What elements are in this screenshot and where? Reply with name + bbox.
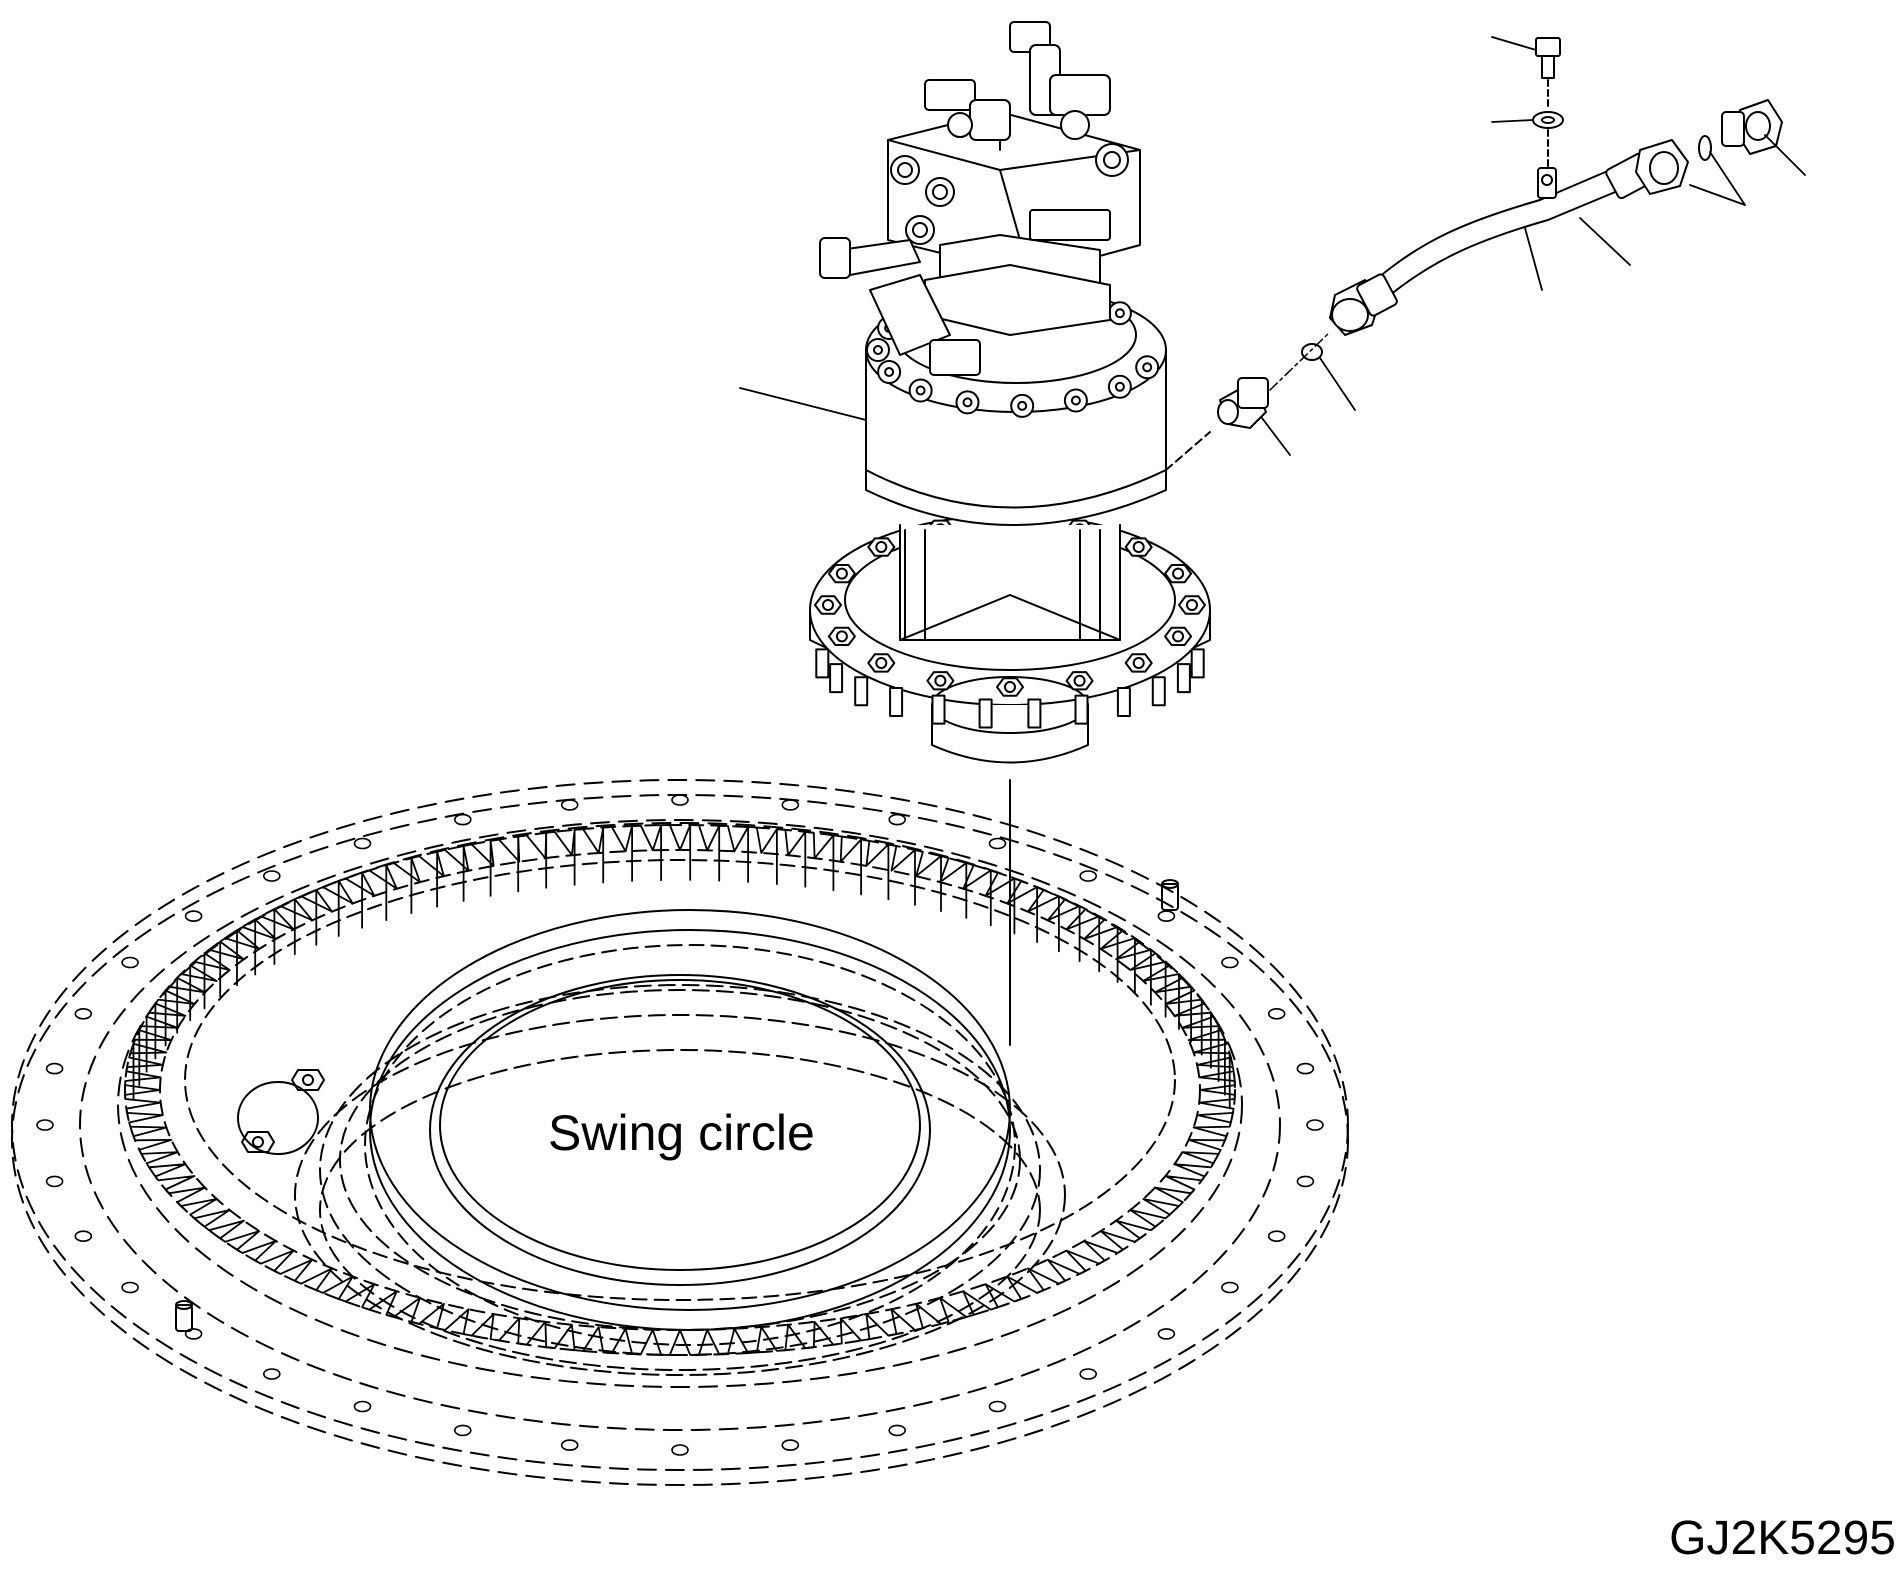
flange-bolt <box>868 654 894 671</box>
housing-bolt <box>1109 302 1131 324</box>
hydraulic-hose <box>1370 170 1610 285</box>
bolt-hole <box>1222 1283 1238 1293</box>
bolt-hole <box>672 795 688 805</box>
flange-stud <box>933 696 945 724</box>
bolt-hole <box>264 871 280 881</box>
leader-lines <box>740 37 1805 455</box>
bolt-hole <box>186 1329 202 1339</box>
inner-bore <box>365 910 1015 1345</box>
valve-block <box>820 22 1140 375</box>
bolt-hole <box>1222 958 1238 968</box>
bolt-hole <box>1297 1176 1313 1186</box>
bolt-hole <box>782 800 798 810</box>
flange-bolt <box>829 565 855 582</box>
flange-stud <box>1118 688 1130 716</box>
flange-bolt <box>1179 596 1205 613</box>
flange-bolts <box>815 514 1205 695</box>
bolt-hole <box>264 1369 280 1379</box>
housing-bolt <box>1011 395 1033 417</box>
hose-assembly <box>1166 38 1782 470</box>
drawing-code: GJ2K5295 <box>1669 1512 1896 1565</box>
bolt-hole <box>990 839 1006 849</box>
gear-ring <box>125 825 1235 1355</box>
bolt-hole <box>562 1440 578 1450</box>
housing-bolt <box>1109 376 1131 398</box>
gear-teeth <box>125 825 1235 1355</box>
bolt-hole <box>455 815 471 825</box>
hose-clamp <box>1538 168 1556 198</box>
hose-end-right <box>1605 140 1688 200</box>
flange-studs <box>816 649 1203 727</box>
flange-bolt <box>868 538 894 555</box>
flange-stud <box>830 664 842 692</box>
flange-bolt <box>1126 538 1152 555</box>
bolt-hole <box>455 1425 471 1435</box>
elbow-fitting-right <box>1699 100 1782 160</box>
housing-bolt <box>867 339 889 361</box>
flange-bolt <box>1126 654 1152 671</box>
bolt-hole <box>37 1120 53 1130</box>
housing-bolt <box>957 391 979 413</box>
bolt-hole <box>186 911 202 921</box>
bolt-hole <box>47 1176 63 1186</box>
flange-bolt <box>1067 672 1093 689</box>
housing-bolt <box>878 361 900 383</box>
bolt-hole <box>355 1402 371 1412</box>
hose-end-left <box>1330 273 1398 335</box>
housing-bolt <box>1136 356 1158 378</box>
bolt-hole <box>75 1231 91 1241</box>
bolt-hole <box>1080 871 1096 881</box>
bolt-hole <box>990 1402 1006 1412</box>
bolt-hole <box>355 839 371 849</box>
flange-stud <box>980 700 992 728</box>
bolt-hole <box>1158 1329 1174 1339</box>
flange-stud <box>890 688 902 716</box>
bolt-holes <box>37 795 1323 1455</box>
swing-circle-label: Swing circle <box>548 1105 815 1161</box>
flange-stud <box>1076 696 1088 724</box>
bolt-hole <box>889 1425 905 1435</box>
flange-stud <box>816 649 828 677</box>
bolt-hole <box>122 958 138 968</box>
bolt-hole <box>1269 1009 1285 1019</box>
bolt-hole <box>672 1445 688 1455</box>
flange-stud <box>1192 649 1204 677</box>
flange-bolt <box>829 628 855 645</box>
bolt-hole <box>122 1283 138 1293</box>
flange-bolt <box>997 678 1023 695</box>
connector-left <box>1166 344 1322 470</box>
bolt-hole <box>889 815 905 825</box>
flange-stud <box>1028 700 1040 728</box>
housing-bolt <box>910 380 932 402</box>
bolt-hole <box>1158 911 1174 921</box>
flange-bolt <box>927 672 953 689</box>
flange-stud <box>1153 677 1165 705</box>
clamp-bolt <box>1533 38 1563 168</box>
swing-circle <box>12 780 1348 1485</box>
grease-fittings <box>176 880 1178 1331</box>
bolt-hole <box>1269 1231 1285 1241</box>
flange-bolt <box>1165 565 1191 582</box>
bolt-hole <box>1080 1369 1096 1379</box>
bolt-hole <box>75 1009 91 1019</box>
assembly-line-connector <box>1270 332 1330 390</box>
inner-race <box>295 985 1065 1375</box>
housing-bolt <box>1065 390 1087 412</box>
flange-stud <box>1178 664 1190 692</box>
bolt-hole <box>562 800 578 810</box>
bolt-hole <box>1307 1120 1323 1130</box>
bolt-hole <box>47 1064 63 1074</box>
flange-bolt <box>815 596 841 613</box>
motor-housing <box>866 283 1166 525</box>
swing-motor <box>810 22 1210 763</box>
flange-stud <box>855 677 867 705</box>
gear-teeth-profile <box>125 825 1235 1355</box>
bolt-hole <box>1297 1064 1313 1074</box>
flange-bolt <box>1165 628 1191 645</box>
bolt-hole <box>782 1440 798 1450</box>
reduction-housing <box>900 525 1120 640</box>
